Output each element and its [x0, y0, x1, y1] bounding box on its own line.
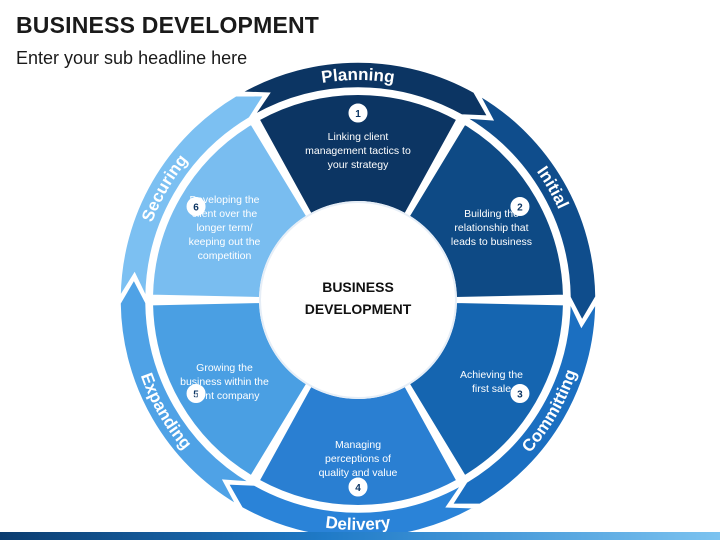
stage-number: 6 [193, 203, 199, 214]
stage-description: Achieving the first sale [460, 369, 523, 395]
ring-arrow-shape [119, 278, 250, 507]
stage-description: Managing perceptions of quality and value [319, 439, 398, 479]
description-line: quality and value [319, 467, 398, 479]
ring-arrow-shape [226, 483, 477, 539]
description-line: Achieving the [460, 369, 523, 381]
stage-segment-4: 4 Managing perceptions of quality and value [257, 384, 459, 507]
stage-description: Linking client management tactics to your … [305, 131, 411, 171]
stage-number: 2 [517, 203, 523, 214]
stage-number: 4 [355, 483, 361, 494]
footer-band [0, 532, 720, 540]
ring-arrow-4: Delivery [226, 483, 477, 539]
stage-description: Growing the business within the client com… [180, 362, 269, 402]
center-hub: BUSINESS DEVELOPMENT [259, 201, 457, 399]
stage-description: Building the relationship that leads to bu… [451, 208, 532, 248]
center-title-line2: DEVELOPMENT [305, 301, 412, 317]
stage-number: 1 [355, 109, 361, 120]
stage-number-badge [185, 383, 207, 404]
ring-arrow-shape [466, 93, 597, 322]
stage-number-badge [509, 383, 531, 404]
description-line: perceptions of [325, 453, 391, 465]
stage-number: 5 [193, 390, 199, 401]
page-title: BUSINESS DEVELOPMENT [16, 12, 320, 38]
center-circle [259, 201, 457, 399]
ring-arrow-shape [119, 94, 265, 300]
description-line: management tactics to [305, 145, 411, 157]
description-line: keeping out the [189, 236, 261, 248]
description-line: competition [198, 250, 252, 262]
stage-number-badge [347, 102, 369, 124]
stage-segment-3: 3 Achieving the first sale [407, 301, 565, 478]
stage-segment-5: 5 Growing the business within the client co… [151, 301, 309, 478]
stage-number: 3 [517, 390, 523, 401]
description-line: relationship that [454, 222, 528, 234]
description-line: Linking client [328, 131, 389, 143]
center-title-line1: BUSINESS [322, 279, 394, 295]
description-line: Building the [464, 208, 519, 220]
description-line: your strategy [328, 159, 389, 171]
description-line: business within the [180, 376, 269, 388]
ring-arrow-shape [239, 61, 490, 117]
description-line: client over the [192, 208, 258, 220]
description-line: client company [189, 390, 260, 402]
page-subtitle: Enter your sub headline here [16, 48, 248, 68]
description-line: Growing the [196, 362, 253, 374]
ring-label: Delivery [324, 513, 392, 534]
description-line: leads to business [451, 236, 532, 248]
ring-arrow-2: Initial [466, 93, 597, 322]
ring-arrow-1: Planning [239, 61, 490, 117]
stage-number-badge [347, 476, 369, 498]
stage-number-badge [185, 196, 207, 217]
description-line: first sale [472, 383, 511, 395]
ring-arrow-shape [451, 300, 597, 506]
stage-number-badge [509, 196, 531, 217]
description-line: Developing the [189, 194, 259, 206]
description-line: Managing [335, 439, 381, 451]
description-line: longer term/ [196, 222, 252, 234]
stage-description: Developing the client over the longer term… [189, 194, 261, 262]
